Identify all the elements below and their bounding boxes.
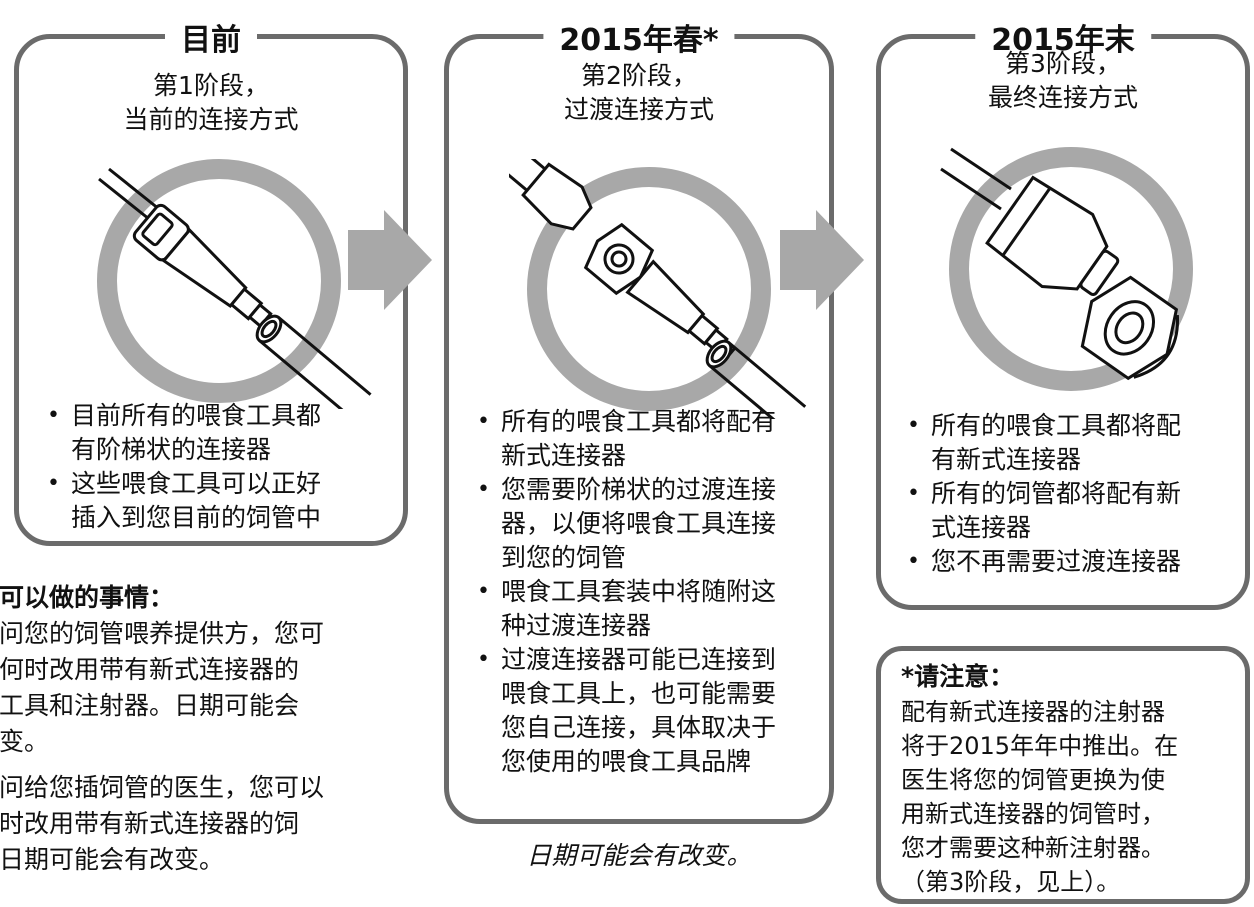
stage2-panel: 2015年春* 第2阶段， 过渡连接方式 所有的喂食工具都将配有 [444,15,834,824]
stage1-title: 目前 [165,15,257,59]
stage3-subtitle-1: 第3阶段， [1005,49,1121,78]
new-connector-icon [940,147,1193,391]
left-heading: 您可以做的事情： [0,583,175,612]
stage3-title: 2015年末 [975,15,1151,59]
left-body: 询问您的饲管喂养提供方，您可 在何时改用带有新式连接器的 养工具和注射器。日期可… [0,619,325,874]
list-item: 过渡连接器可能已连接到喂食工具上，也可能需要您自己连接，具体取决于您使用的喂食工… [475,643,776,779]
note-box: *请注意： 配有新式连接器的注射器 将于2015年年中推出。在 医生将您的饲管更… [876,646,1250,904]
stage1-subtitle-2: 当前的连接方式 [123,105,299,134]
list-item: 您不再需要过渡连接器 [905,545,1181,579]
note-body: 配有新式连接器的注射器 将于2015年年中推出。在 医生将您的饲管更换为使 用新… [901,698,1179,896]
stage2-footnote: 日期可能会有改变。 [526,841,752,870]
transition-connector-icon [509,159,807,419]
right-arrow-icon [348,210,432,310]
stage2-title: 2015年春* [543,15,735,59]
stage1-subtitle-1: 第1阶段， [153,71,269,100]
right-arrow-icon [780,210,864,310]
stage2-subtitle-1: 第2阶段， [581,61,697,90]
stage3-subtitle-2: 最终连接方式 [987,83,1138,112]
note-heading: *请注意： [901,662,1015,691]
stage2-subtitle-2: 过渡连接方式 [563,95,714,124]
stepped-connector-icon [97,159,372,409]
